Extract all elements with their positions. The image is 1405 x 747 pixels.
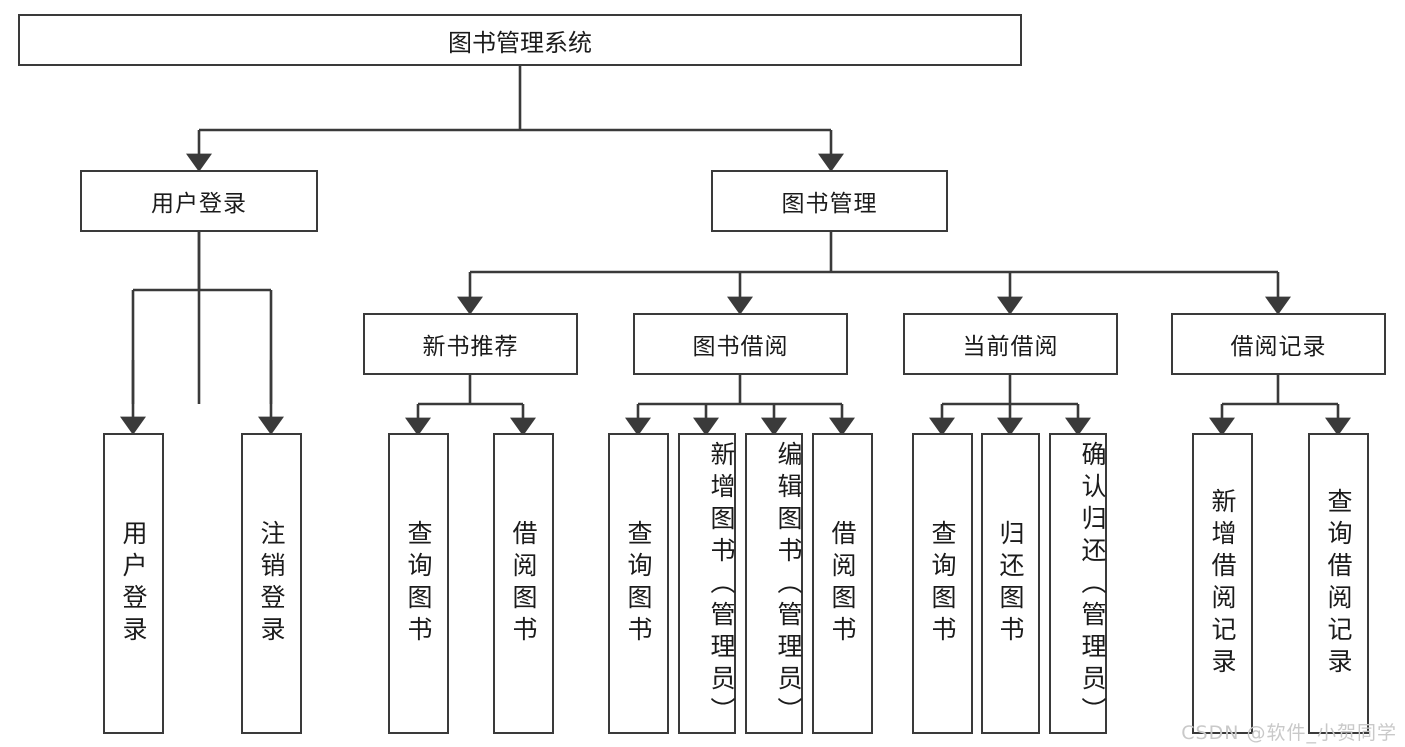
leaf-return-book[interactable]: 归还图书 [981, 433, 1040, 734]
leaf-add-borrow-record[interactable]: 新增借阅记录 [1192, 433, 1253, 734]
node-label: 用户登录 [151, 191, 247, 217]
leaf-query-borrow-record[interactable]: 查询借阅记录 [1308, 433, 1369, 734]
node-label: 注销登录 [257, 519, 286, 648]
node-label: 新增借阅记录 [1208, 487, 1237, 680]
node-label: 查询借阅记录 [1324, 487, 1353, 680]
node-label: 编辑图书（管理员） [774, 441, 803, 729]
node-label: 借阅图书 [828, 519, 857, 648]
node-label: 归还图书 [996, 519, 1025, 648]
node-root-book-management-system[interactable]: 图书管理系统 [18, 14, 1022, 66]
node-label: 用户登录 [119, 519, 148, 648]
node-label: 查询图书 [928, 519, 957, 648]
leaf-user-login[interactable]: 用户登录 [103, 433, 164, 734]
node-borrow-record[interactable]: 借阅记录 [1171, 313, 1386, 375]
node-book-borrow[interactable]: 图书借阅 [633, 313, 848, 375]
leaf-edit-book-admin[interactable]: 编辑图书（管理员） [745, 433, 803, 734]
leaf-borrow-book-new[interactable]: 借阅图书 [493, 433, 554, 734]
leaf-logout[interactable]: 注销登录 [241, 433, 302, 734]
node-book-management[interactable]: 图书管理 [711, 170, 948, 232]
leaf-query-book-new[interactable]: 查询图书 [388, 433, 449, 734]
leaf-query-book-current[interactable]: 查询图书 [912, 433, 973, 734]
leaf-query-book-borrow[interactable]: 查询图书 [608, 433, 669, 734]
leaf-borrow-book[interactable]: 借阅图书 [812, 433, 873, 734]
node-label: 新书推荐 [422, 334, 519, 360]
node-label: 借阅记录 [1230, 334, 1327, 360]
node-label: 图书管理 [781, 191, 878, 217]
node-label: 借阅图书 [509, 519, 538, 648]
node-label: 图书借阅 [692, 334, 789, 360]
node-label: 查询图书 [404, 519, 433, 648]
node-user-login[interactable]: 用户登录 [80, 170, 318, 232]
node-new-book-recommend[interactable]: 新书推荐 [363, 313, 578, 375]
node-label: 新增图书（管理员） [707, 441, 736, 729]
leaf-add-book-admin[interactable]: 新增图书（管理员） [678, 433, 736, 734]
leaf-confirm-return-admin[interactable]: 确认归还（管理员） [1049, 433, 1107, 734]
node-current-borrow[interactable]: 当前借阅 [903, 313, 1118, 375]
node-label: 查询图书 [624, 519, 653, 648]
node-label: 图书管理系统 [448, 28, 592, 57]
node-label: 当前借阅 [962, 334, 1059, 360]
node-label: 确认归还（管理员） [1078, 441, 1107, 729]
